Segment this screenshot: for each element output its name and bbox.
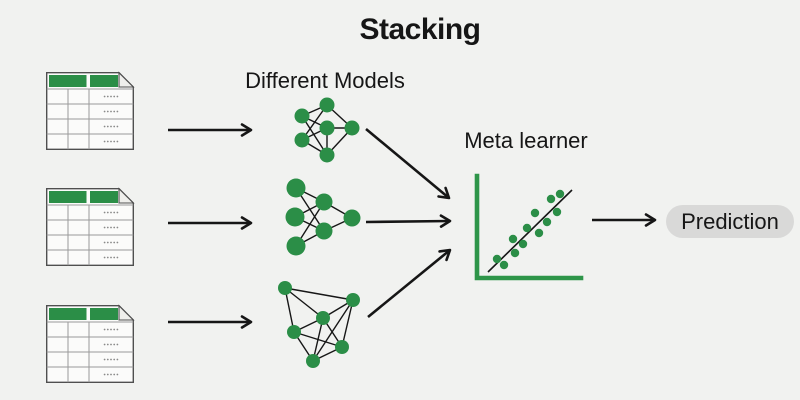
regression-line	[487, 189, 573, 273]
neural-network-1	[294, 97, 360, 163]
network-nodes	[278, 281, 360, 368]
network-nodes	[294, 97, 360, 163]
neural-network-2	[285, 178, 361, 256]
plot-axes	[474, 173, 584, 281]
meta-learner-label: Meta learner	[464, 128, 588, 153]
model-to-meta-arrows	[365, 128, 452, 319]
meta-learner-plot	[474, 173, 584, 281]
data-table-1	[46, 71, 135, 151]
scatter-dots	[492, 189, 565, 270]
different-models-label: Different Models	[245, 68, 405, 93]
prediction-label: Prediction	[681, 208, 779, 234]
network-nodes	[285, 178, 361, 256]
data-table-3	[46, 305, 135, 383]
arrow-6	[367, 248, 452, 319]
dataset-to-model-arrows	[168, 123, 253, 329]
page-title: Stacking	[359, 13, 481, 46]
graph-network-3	[278, 281, 360, 368]
arrow-5	[365, 214, 452, 228]
arrow-4	[365, 128, 451, 200]
prediction-badge: Prediction	[666, 205, 794, 238]
data-table-2	[46, 187, 135, 266]
